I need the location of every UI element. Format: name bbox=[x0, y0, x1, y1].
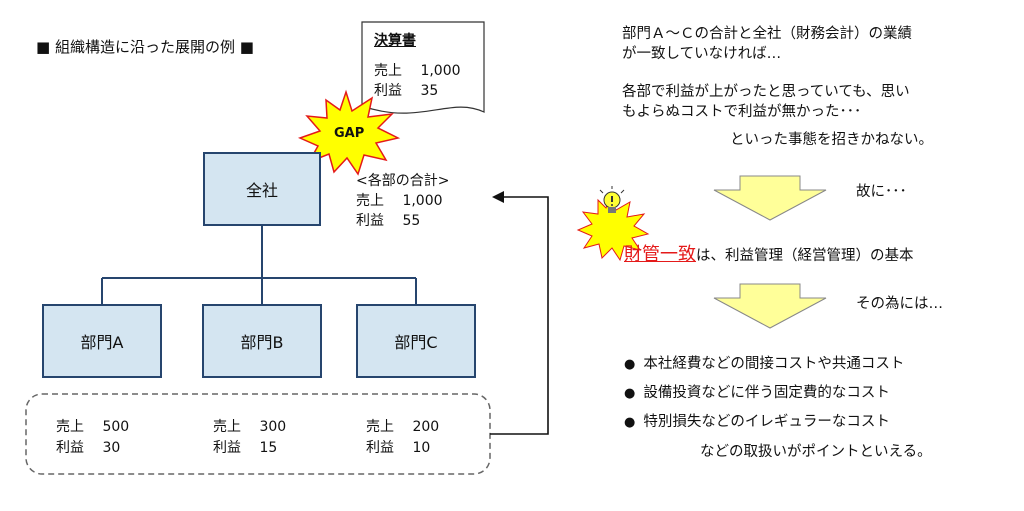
company-box: 全社 bbox=[203, 152, 321, 226]
sum-profit-label: 利益 bbox=[356, 213, 384, 229]
dept-b-sales-label: 売上 bbox=[213, 419, 241, 435]
dept-a-profit-label: 利益 bbox=[56, 440, 84, 456]
dept-c-sales-label: 売上 bbox=[366, 419, 394, 435]
dept-a-box: 部門A bbox=[42, 304, 162, 378]
lightbulb-icon bbox=[599, 186, 625, 213]
dept-a-label: 部門A bbox=[80, 333, 124, 352]
statement-sales-value: 1,000 bbox=[420, 63, 461, 79]
idea-burst-shape bbox=[576, 194, 650, 262]
financial-statement-shape bbox=[361, 21, 485, 114]
dept-b-sales-value: 300 bbox=[259, 419, 287, 435]
statement-sales-label: 売上 bbox=[374, 63, 402, 79]
for-that-text: その為には… bbox=[856, 296, 943, 312]
dept-a-sales-label: 売上 bbox=[56, 419, 84, 435]
therefore-text: 故に･･･ bbox=[856, 184, 907, 200]
bullet-item-1: 本社経費などの間接コストや共通コスト bbox=[624, 352, 904, 373]
sum-sales-label: 売上 bbox=[356, 193, 384, 209]
dept-c-sales-value: 200 bbox=[412, 419, 440, 435]
down-arrow-2 bbox=[713, 283, 827, 329]
explanation-line-1: 部門Ａ～Ｃの合計と全社（財務会計）の業績 bbox=[622, 26, 912, 42]
dept-b-profit-label: 利益 bbox=[213, 440, 241, 456]
bullet-item-2: 設備投資などに伴う固定費的なコスト bbox=[624, 381, 890, 402]
statement-sales: 売上 1,000 bbox=[374, 60, 461, 80]
dept-b-profit: 利益 15 bbox=[213, 437, 277, 457]
statement-profit-label: 利益 bbox=[374, 83, 402, 99]
statement-profit-value: 35 bbox=[420, 83, 439, 99]
bullet-item-3: 特別損失などのイレギュラーなコスト bbox=[624, 410, 890, 431]
dept-c-profit: 利益 10 bbox=[366, 437, 430, 457]
key-principle-rest: は、利益管理（経営管理）の基本 bbox=[696, 248, 914, 264]
dept-c-label: 部門C bbox=[394, 333, 438, 352]
dept-b-label: 部門B bbox=[240, 333, 284, 352]
diagram-title: ■ 組織構造に沿った展開の例 ■ bbox=[36, 38, 254, 56]
sum-profit-value: 55 bbox=[402, 213, 421, 229]
key-principle-highlight: 財管一致 bbox=[624, 244, 696, 265]
sum-profit: 利益 55 bbox=[356, 210, 420, 230]
dept-b-profit-value: 15 bbox=[259, 440, 278, 456]
statement-heading: 決算書 bbox=[374, 33, 416, 49]
sum-sales: 売上 1,000 bbox=[356, 190, 443, 210]
dept-c-sales: 売上 200 bbox=[366, 416, 439, 436]
dept-a-profit-value: 30 bbox=[102, 440, 121, 456]
dept-a-profit: 利益 30 bbox=[56, 437, 120, 457]
gap-label: GAP bbox=[334, 126, 365, 141]
dept-c-profit-label: 利益 bbox=[366, 440, 394, 456]
dept-c-profit-value: 10 bbox=[412, 440, 431, 456]
down-arrow-1 bbox=[713, 175, 827, 221]
key-principle: 財管一致は、利益管理（経営管理）の基本 bbox=[624, 240, 914, 266]
sum-heading: <各部の合計> bbox=[356, 173, 450, 189]
dept-b-box: 部門B bbox=[202, 304, 322, 378]
explanation-line-4: もよらぬコストで利益が無かった･･･ bbox=[622, 104, 862, 120]
dept-b-sales: 売上 300 bbox=[213, 416, 286, 436]
explanation-line-5: といった事態を招きかねない。 bbox=[730, 132, 933, 148]
sum-arrow-head bbox=[492, 191, 504, 203]
sum-sales-value: 1,000 bbox=[402, 193, 443, 209]
dept-c-box: 部門C bbox=[356, 304, 476, 378]
sum-arrow-line bbox=[490, 196, 549, 435]
explanation-line-2: が一致していなければ… bbox=[622, 46, 782, 62]
gap-burst-shape bbox=[297, 89, 401, 176]
explanation-line-3: 各部で利益が上がったと思っていても、思い bbox=[622, 84, 910, 100]
dept-a-sales-value: 500 bbox=[102, 419, 130, 435]
dept-a-sales: 売上 500 bbox=[56, 416, 129, 436]
company-label: 全社 bbox=[245, 181, 278, 200]
conclusion-text: などの取扱いがポイントといえる。 bbox=[700, 444, 932, 460]
statement-profit: 利益 35 bbox=[374, 80, 438, 100]
